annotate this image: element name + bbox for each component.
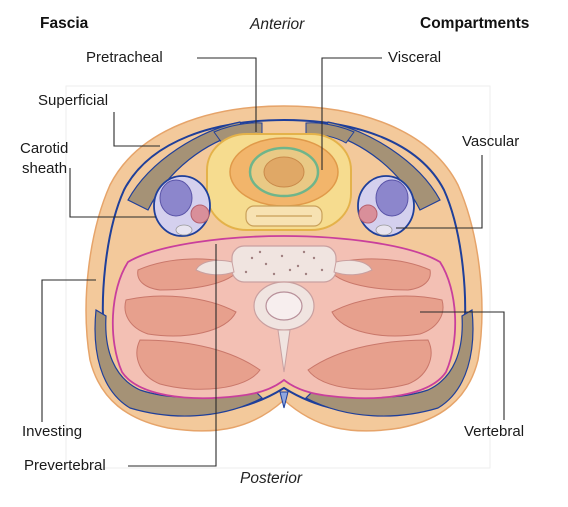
leader-visceral [321,57,382,170]
label-visceral: Visceral [388,49,442,66]
compartments-header: Compartments [420,15,530,32]
figure-frame [65,85,491,469]
internal-jugular-left [159,179,193,217]
vertebral-body-texture [244,250,324,276]
investing-fascia-layer [101,118,467,413]
spinal-cord [265,291,303,321]
leader-investing [41,279,96,422]
label-investing: Investing [22,423,83,440]
label-pretracheal: Pretracheal [86,49,163,66]
transverse-process-right [333,259,373,276]
deep-muscle-right-2 [331,295,444,337]
label-vertebral: Vertebral [464,423,525,440]
vagus-right [375,224,393,236]
posterior-label: Posterior [240,470,303,487]
nuchal-ligament [279,391,289,409]
leader-lines [41,57,505,467]
tracheal-lumen [263,156,305,188]
internal-jugular-right [375,179,409,217]
trapezius-right [304,308,474,417]
label-superficial: Superficial [38,92,109,109]
deep-muscle-left-2 [124,295,237,337]
carotid-artery-right [358,204,378,224]
fascia-header: Fascia [40,15,89,32]
leader-vertebral [420,311,505,420]
deep-muscle-right-3 [307,339,432,390]
leader-carotid [69,168,156,218]
leader-vascular [396,155,483,229]
leader-prevertebral [128,244,217,467]
trapezius-left [94,308,264,417]
vertebral-body [231,245,337,283]
spinous-process [277,329,291,373]
anterior-label: Anterior [250,16,305,33]
label-carotid-sheath-line1: Carotid [20,140,69,157]
label-carotid-sheath-line2: sheath [22,160,68,177]
deep-muscle-left-3 [136,339,261,390]
leader-superficial [113,112,160,147]
vagus-left [175,224,193,236]
carotid-artery-left [190,204,210,224]
label-prevertebral: Prevertebral [24,457,106,474]
label-vascular: Vascular [462,133,520,150]
leader-pretracheal [197,57,257,132]
